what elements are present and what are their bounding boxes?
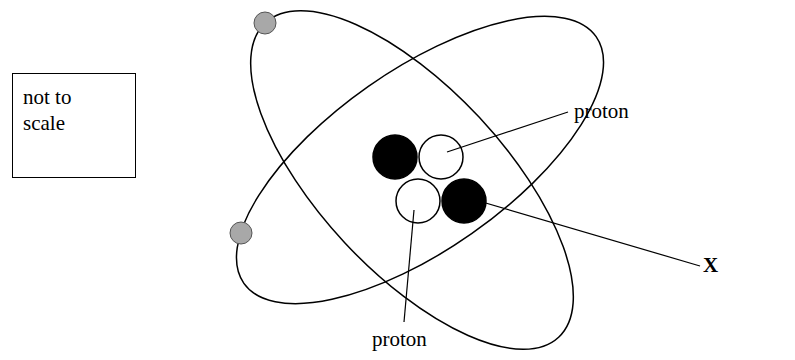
note-box: not to scale <box>12 73 136 178</box>
leader-line <box>447 112 568 152</box>
electron-orbit <box>198 0 626 360</box>
part-label: proton <box>574 100 629 123</box>
part-label: proton <box>372 328 427 351</box>
leader-line <box>404 210 414 322</box>
proton-particle <box>396 179 440 223</box>
note-text: not to scale <box>23 84 111 137</box>
leader-line <box>472 199 700 266</box>
electron <box>230 222 252 244</box>
electron <box>254 12 276 34</box>
neutron <box>373 135 417 179</box>
part-letter: X <box>703 254 718 277</box>
electron-orbit <box>192 0 647 357</box>
proton-particle <box>419 135 463 179</box>
